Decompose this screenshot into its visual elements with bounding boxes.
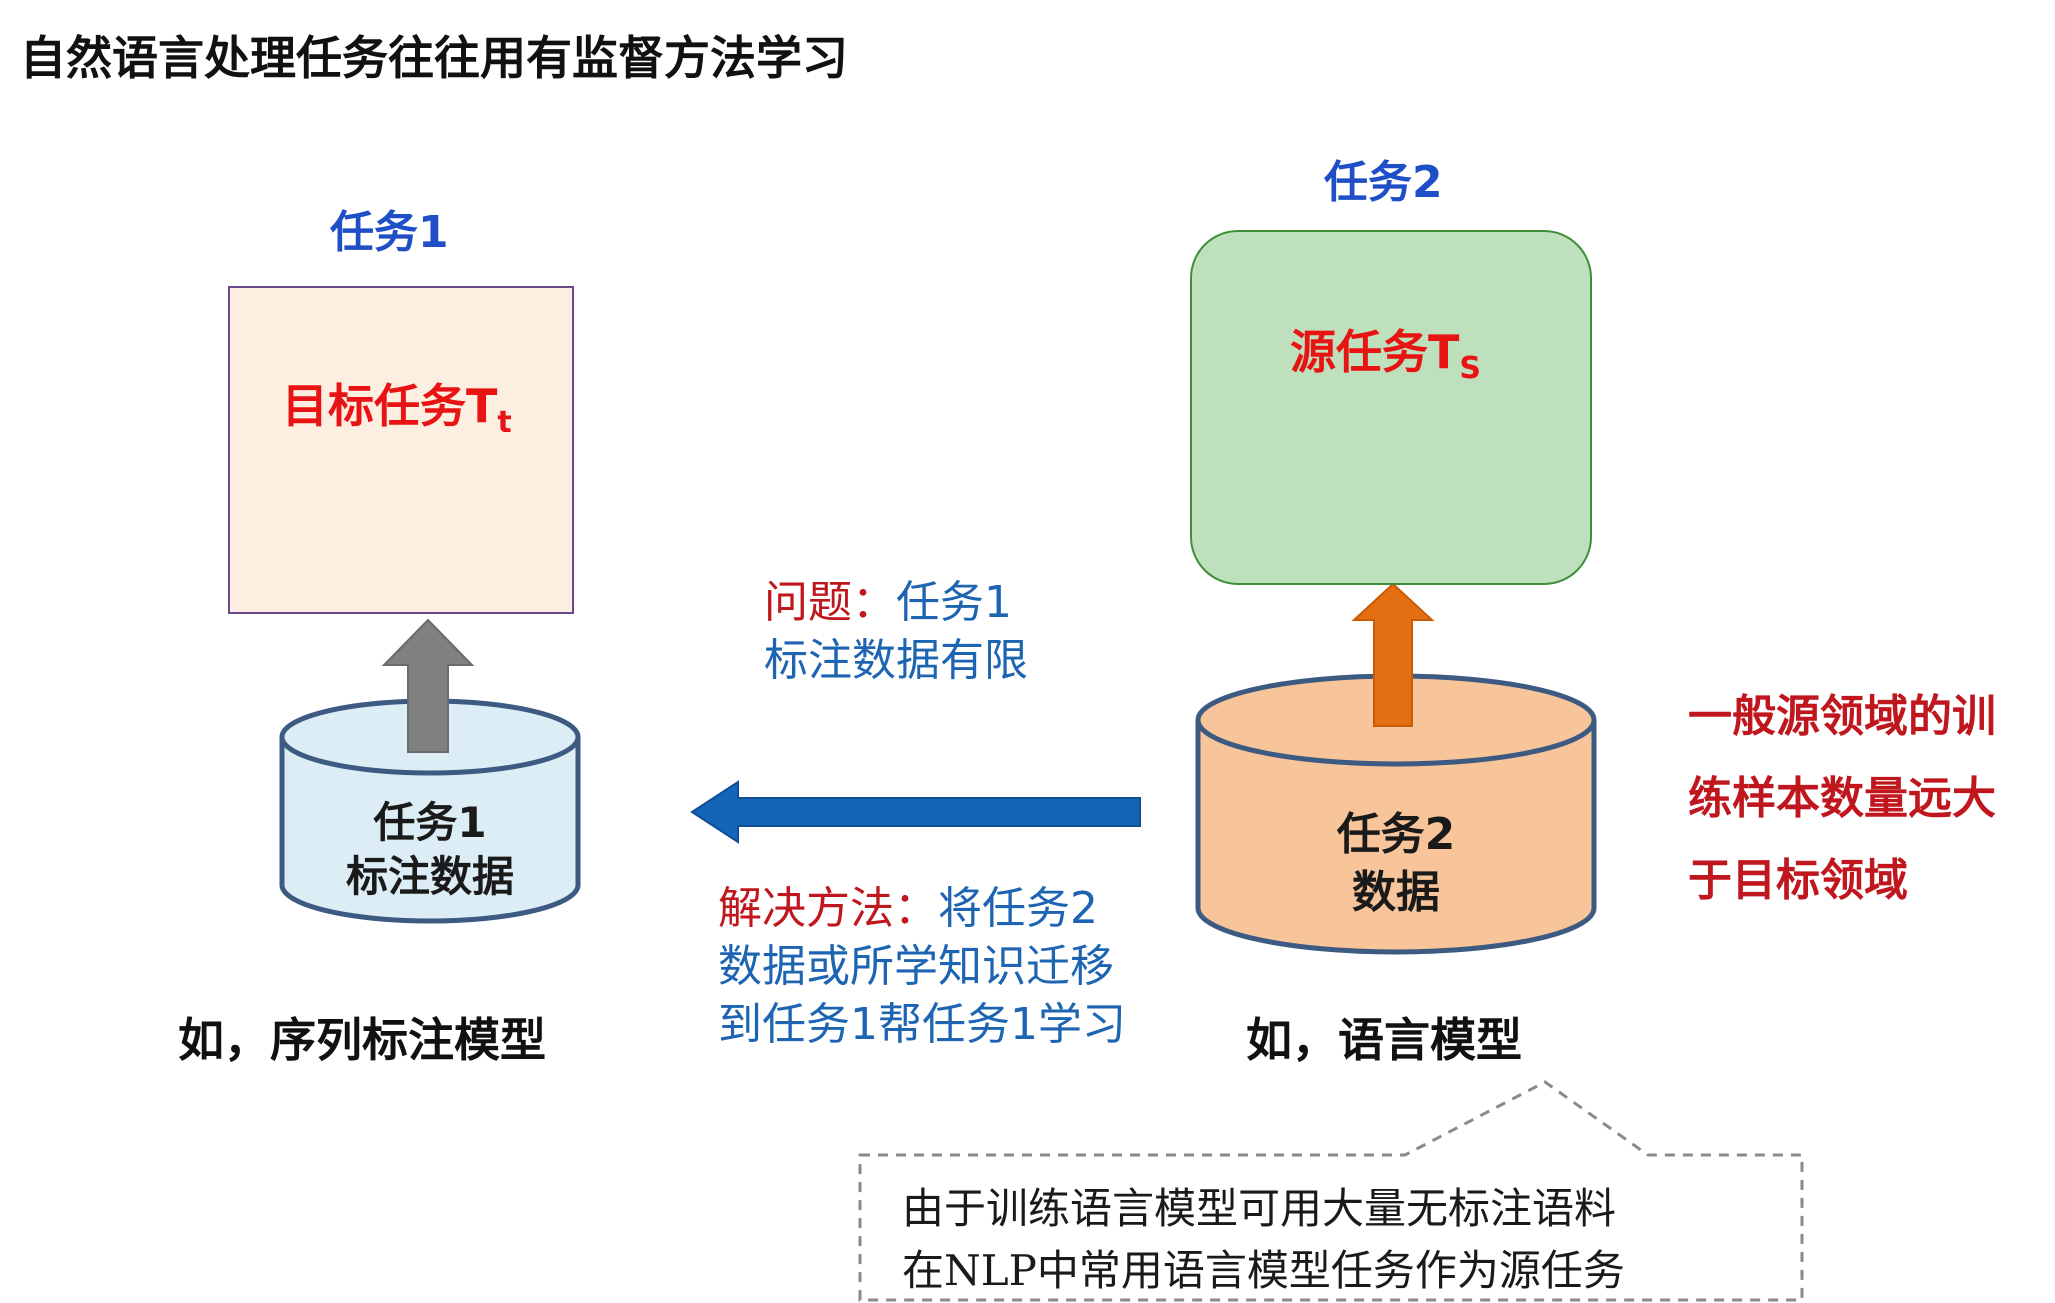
page-title: 自然语言处理任务往往用有监督方法学习 xyxy=(20,31,848,85)
task2-data-label: 任务2 数据 xyxy=(1256,806,1536,922)
callout-text: 由于训练语言模型可用大量无标注语料 在NLP中常用语言模型任务作为源任务 xyxy=(902,1178,1625,1302)
solution-line2: 数据或所学知识迁移 xyxy=(718,941,1114,992)
source-task-label: 源任务T xyxy=(1290,325,1460,379)
callout-line2: 在NLP中常用语言模型任务作为源任务 xyxy=(902,1246,1625,1295)
target-task-subscript: t xyxy=(497,405,512,440)
task2-data-line1: 任务2 xyxy=(1336,809,1456,860)
callout-box xyxy=(858,1080,1804,1302)
left-data-cylinder xyxy=(279,698,581,924)
callout-line1: 由于训练语言模型可用大量无标注语料 xyxy=(902,1184,1617,1233)
source-task-text: 源任务TS xyxy=(1290,316,1481,386)
target-task-box xyxy=(228,286,574,614)
right-example: 如，语言模型 xyxy=(1246,1013,1522,1067)
solution-text: 解决方法：将任务2 数据或所学知识迁移 到任务1帮任务1学习 xyxy=(718,880,1126,1054)
source-task-subscript: S xyxy=(1459,351,1481,386)
solution-line1: 将任务2 xyxy=(938,883,1098,934)
source-task-box xyxy=(1190,230,1592,585)
side-note: 一般源领域的训 练样本数量远大 于目标领域 xyxy=(1688,676,1996,922)
transfer-arrow xyxy=(690,780,1141,844)
task1-data-line2: 标注数据 xyxy=(345,852,514,901)
left-example: 如，序列标注模型 xyxy=(178,1013,546,1067)
problem-line2: 标注数据有限 xyxy=(764,635,1028,686)
task1-data-line1: 任务1 xyxy=(373,798,487,847)
target-task-label: 目标任务T xyxy=(282,379,498,433)
problem-text: 问题：任务1 标注数据有限 xyxy=(764,574,1028,690)
task1-label: 任务1 xyxy=(330,207,449,258)
solution-line3: 到任务1帮任务1学习 xyxy=(718,999,1126,1050)
left-up-arrow xyxy=(381,618,475,753)
task2-label: 任务2 xyxy=(1324,157,1443,208)
solution-prefix: 解决方法： xyxy=(718,883,938,934)
problem-prefix: 问题： xyxy=(764,577,896,628)
task2-data-line2: 数据 xyxy=(1352,867,1440,918)
target-task-text: 目标任务Tt xyxy=(282,370,512,440)
side-note-line2: 练样本数量远大 xyxy=(1688,773,1996,824)
side-note-line3: 于目标领域 xyxy=(1688,855,1908,906)
right-up-arrow xyxy=(1351,582,1435,727)
task1-data-label: 任务1 标注数据 xyxy=(300,796,560,904)
problem-line1: 任务1 xyxy=(896,577,1012,628)
side-note-line1: 一般源领域的训 xyxy=(1688,691,1996,742)
